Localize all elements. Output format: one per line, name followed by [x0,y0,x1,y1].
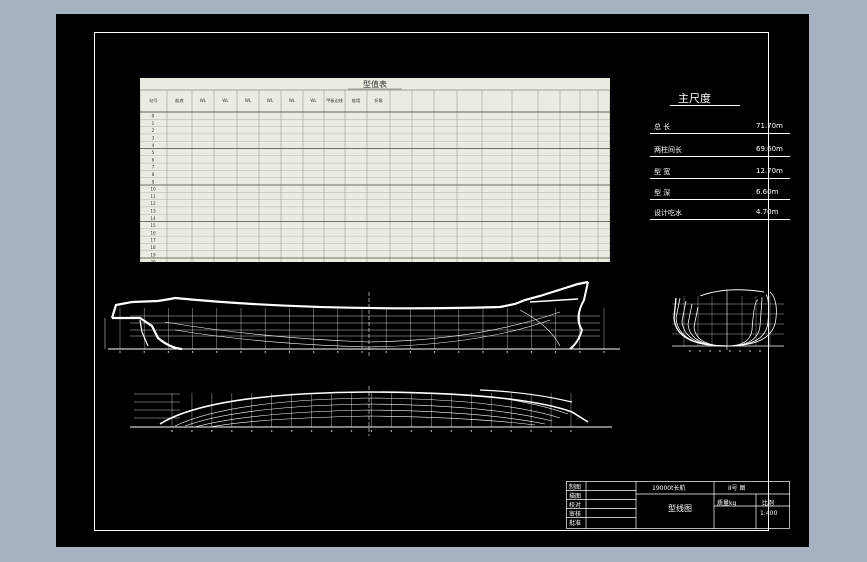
station-number: 13 [150,209,156,214]
station-number: 12 [150,201,156,206]
dim-value: 69.60m [756,145,783,153]
dim-label: 总 长 [654,123,671,131]
station-number: 11 [150,194,156,199]
dim-value: 6.60m [756,188,779,196]
dim-underline [650,178,790,179]
column-header: 站号 [149,97,157,104]
station-number: 19 [150,252,156,257]
station-number: 15 [150,223,156,228]
role-reviewer: 审核 [569,511,582,518]
scale-label: 比例 [762,500,775,507]
offset-table-title: 型值表 [363,79,387,89]
dim-row-loa: 总 长 71.70m [650,122,790,138]
role-checker: 校对 [569,502,582,509]
dim-value: 12.70m [756,167,783,175]
dim-value: 71.70m [756,122,783,130]
dim-label: 型 深 [654,189,671,197]
station-number: 20 [150,260,156,262]
column-header: 船底 [175,97,183,104]
dim-underline [650,199,790,200]
column-header: 甲板边线 [326,97,344,104]
dim-underline [650,219,790,220]
title-block: 制图 描图 校对 审核 批准 19000t长航 II号 图 型线图 质量kg 比… [566,481,790,529]
station-number: 3 [152,136,155,141]
column-header: 舷墙 [352,97,360,104]
dim-row-breadth: 型 宽 12.70m [650,167,790,183]
station-number: 0 [152,114,155,119]
column-header: WL [245,98,252,103]
dim-label: 设计吃水 [654,209,682,217]
sheet-size: II号 图 [728,485,746,492]
column-header: WL [289,98,296,103]
dim-underline [650,133,790,134]
mass-label: 质量kg [717,500,737,507]
main-dimensions-title: 主尺度 [678,92,711,105]
title-block-grid [566,481,790,529]
dim-row-lpp: 两柱间长 69.60m [650,145,790,161]
station-number: 9 [152,179,155,184]
station-number: 7 [152,165,155,170]
dim-value: 4.70m [756,208,779,216]
station-number: 18 [150,245,156,250]
column-header: WL [310,98,317,103]
column-header: 折角 [374,97,382,104]
column-header: WL [222,98,229,103]
project-name: 19000t长航 [652,485,686,492]
title-block-border [566,481,790,529]
station-number: 8 [152,172,155,177]
column-header: WL [200,98,207,103]
station-number: 5 [152,150,155,155]
dim-underline [650,156,790,157]
station-number: 16 [150,230,156,235]
station-number: 6 [152,157,155,162]
drawing-name: 型线图 [668,504,692,513]
role-tracer: 描图 [569,493,582,500]
dim-row-draft: 设计吃水 4.70m [650,208,790,224]
role-approver: 批准 [569,520,582,527]
drawing-frame [94,32,769,531]
station-number: 14 [150,216,156,221]
station-number: 17 [150,238,156,243]
dim-label: 型 宽 [654,168,671,176]
title-underline [670,105,740,106]
column-header: WL [267,98,274,103]
role-drafter: 制图 [569,484,582,491]
dim-row-depth: 型 深 6.60m [650,188,790,204]
dim-label: 两柱间长 [654,146,682,154]
station-number: 2 [152,128,155,133]
station-number: 1 [152,121,155,126]
scale-value: 1:400 [760,510,778,517]
station-number: 10 [150,187,156,192]
main-dimensions-panel: 主尺度 总 长 71.70m 两柱间长 69.60m 型 宽 12.70m 型 … [640,88,790,228]
station-number: 4 [152,143,155,148]
